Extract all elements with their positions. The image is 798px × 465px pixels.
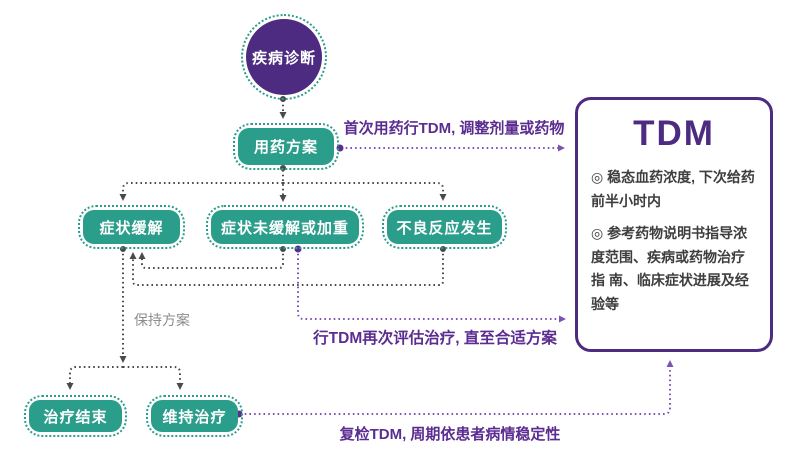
node-treatment-end[interactable]: 治疗结束: [24, 395, 127, 437]
edge-label-keep-plan: 保持方案: [134, 312, 190, 328]
node-symptom-relief-label: 症状缓解: [83, 210, 180, 244]
tdm-panel-title: TDM: [633, 114, 715, 153]
node-disease-diagnosis[interactable]: 疾病诊断: [241, 14, 327, 100]
edge-regimen-to-adverse: [283, 182, 447, 201]
edge-adverse-back-to-relief: [129, 249, 444, 286]
node-maintain-treatment-label: 维持治疗: [151, 400, 238, 432]
tdm-bullet-steady-state: ◎ 稳态血药浓度, 下次给药前半小时内: [591, 169, 755, 209]
node-adverse-reaction[interactable]: 不良反应发生: [382, 205, 507, 249]
node-maintain-treatment[interactable]: 维持治疗: [146, 395, 243, 437]
edge-regimen-to-relief: [119, 182, 283, 201]
edge-label-first-tdm: 首次用药行TDM, 调整剂量或药物: [343, 120, 565, 137]
node-symptom-no-relief[interactable]: 症状未缓解或加重: [206, 205, 364, 249]
edge-maintain-to-tdm: [240, 360, 674, 415]
node-adverse-reaction-label: 不良反应发生: [387, 210, 502, 244]
node-medication-regimen-label: 用药方案: [238, 128, 334, 165]
tdm-panel: TDM ◎ 稳态血药浓度, 下次给药前半小时内 ◎ 参考药物说明书指导浓度范围、…: [575, 97, 773, 352]
node-medication-regimen[interactable]: 用药方案: [233, 123, 339, 170]
edge-no-relief-to-tdm: [297, 249, 566, 323]
edge-to-maintain: [123, 366, 184, 390]
node-treatment-end-label: 治疗结束: [29, 400, 122, 432]
edge-no-relief-back-to-relief: [138, 249, 284, 269]
edge-label-recheck: 复检TDM, 周期依患者病情稳定性: [339, 426, 561, 443]
node-disease-diagnosis-label: 疾病诊断: [246, 19, 322, 95]
edge-label-re-evaluate: 行TDM再次评估治疗, 直至合适方案: [313, 330, 557, 347]
node-symptom-no-relief-label: 症状未缓解或加重: [211, 210, 359, 244]
edge-to-treatment-end: [66, 366, 123, 390]
node-symptom-relief[interactable]: 症状缓解: [78, 205, 185, 249]
tdm-bullet-reference: ◎ 参考药物说明书指导浓度范围、疾病或药物治疗指 南、临床症状进展及经验等: [591, 225, 749, 312]
